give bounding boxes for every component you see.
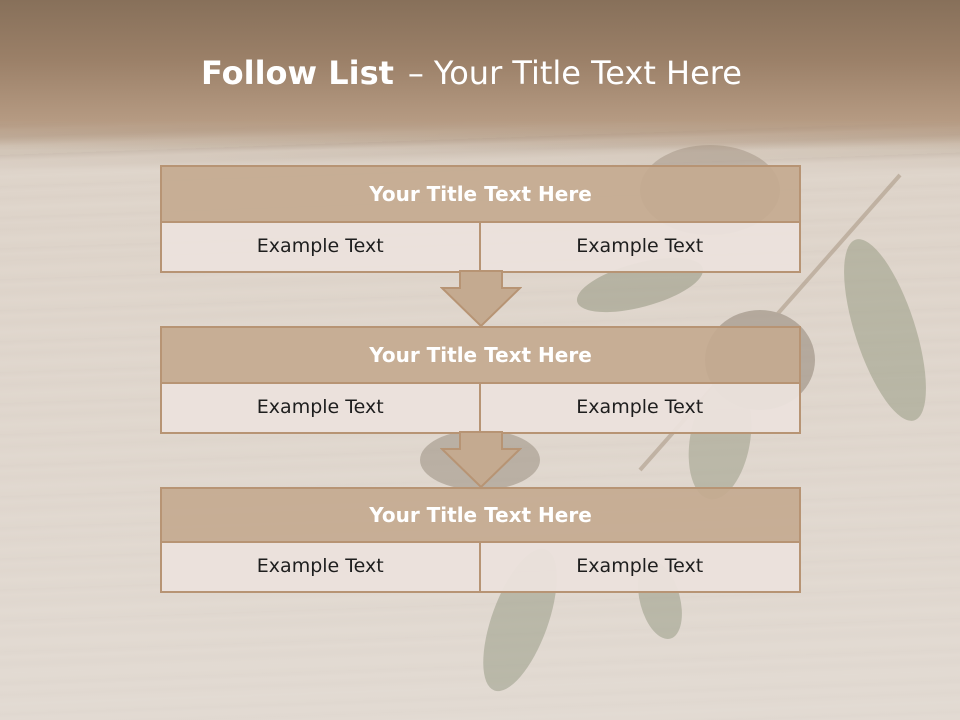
down-arrow-icon — [440, 270, 522, 328]
block-row: Example Text Example Text — [160, 543, 801, 593]
slide-title-separator: – — [407, 54, 424, 92]
title-band — [0, 0, 960, 150]
block-cell-right: Example Text — [480, 223, 801, 273]
block-cell-left: Example Text — [160, 223, 481, 273]
down-arrow-icon — [440, 431, 522, 489]
block-cell-right: Example Text — [480, 543, 801, 593]
slide-title: Follow List–Your Title Text Here — [0, 54, 943, 92]
follow-block-1: Your Title Text Here Example Text Exampl… — [160, 165, 801, 273]
block-cell-left: Example Text — [160, 543, 481, 593]
follow-block-2: Your Title Text Here Example Text Exampl… — [160, 326, 801, 434]
follow-block-3: Your Title Text Here Example Text Exampl… — [160, 487, 801, 593]
slide-title-rest: Your Title Text Here — [433, 54, 742, 92]
block-row: Example Text Example Text — [160, 223, 801, 273]
block-title: Your Title Text Here — [160, 165, 801, 223]
block-cell-left: Example Text — [160, 384, 481, 434]
block-title: Your Title Text Here — [160, 487, 801, 543]
block-title: Your Title Text Here — [160, 326, 801, 384]
block-cell-right: Example Text — [480, 384, 801, 434]
block-row: Example Text Example Text — [160, 384, 801, 434]
slide-title-bold: Follow List — [201, 54, 394, 92]
